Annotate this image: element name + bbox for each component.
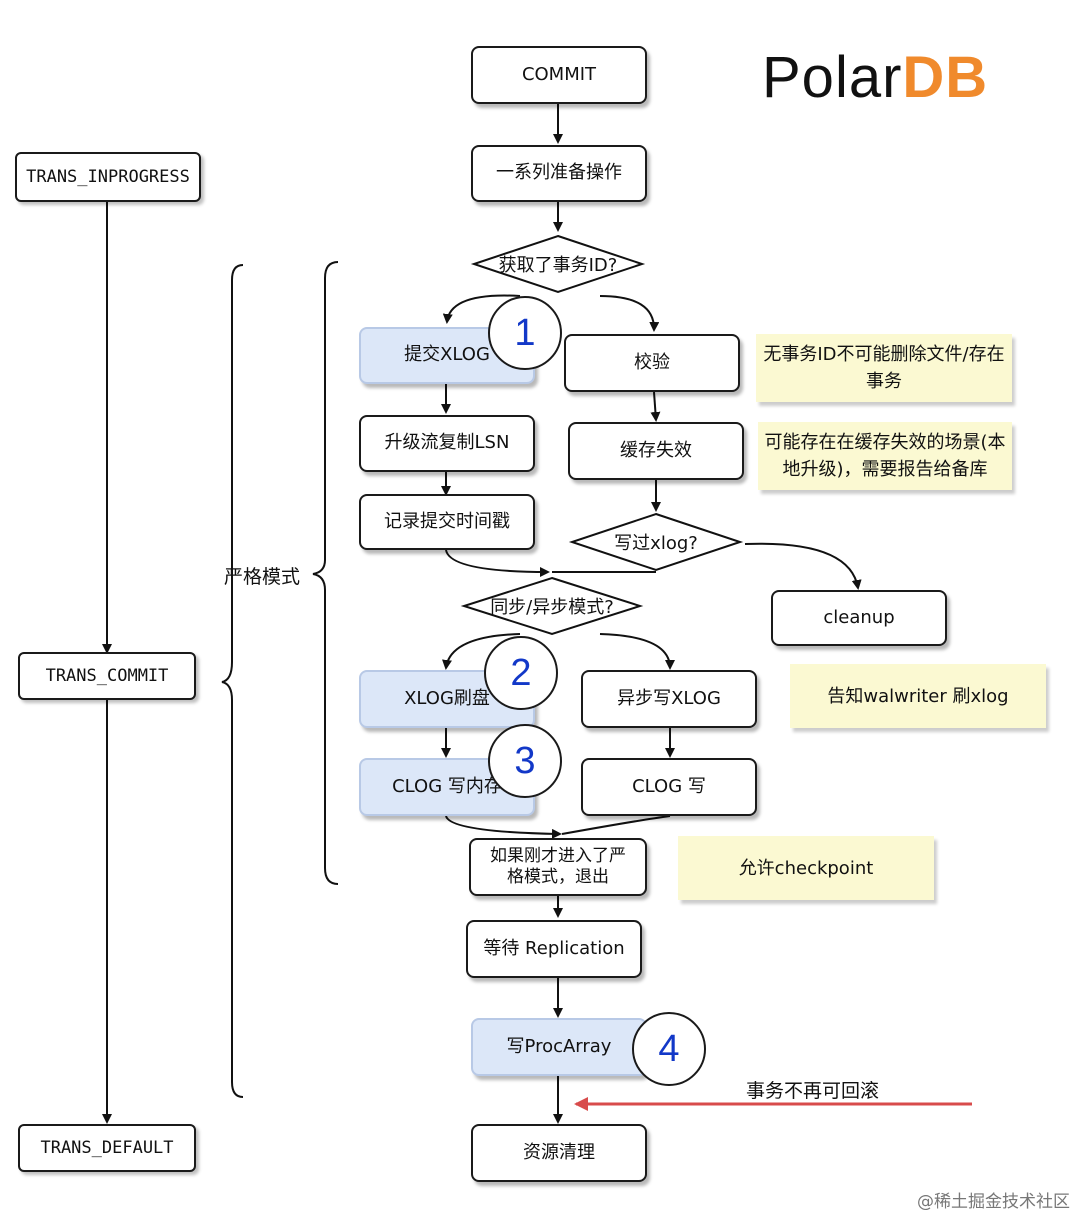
logo-mark: DB (902, 45, 989, 110)
step-number-2: 2 (484, 636, 558, 710)
decision-got-xid: 获取了事务ID? (498, 255, 618, 276)
note-walwriter: 告知walwriter 刷xlog (790, 664, 1046, 728)
wait-replication-box: 等待 Replication (466, 920, 642, 978)
prep-box: 一系列准备操作 (471, 145, 647, 202)
state-commit: TRANS_COMMIT (18, 652, 196, 700)
upgrade-lsn-box: 升级流复制LSN (359, 415, 535, 472)
note-checkpoint: 允许checkpoint (678, 836, 934, 900)
strict-mode-label: 严格模式 (224, 566, 301, 588)
logo-text: Polar (762, 45, 903, 110)
outer-brace (221, 264, 244, 1098)
decision-shape-wrote-xlog (568, 512, 744, 572)
record-ts-box: 记录提交时间戳 (359, 494, 535, 550)
step-number-4: 4 (632, 1012, 706, 1086)
clog-write-box: CLOG 写 (581, 758, 757, 816)
cleanup-resources-box: 资源清理 (471, 1124, 647, 1182)
decision-wrote-xlog: 写过xlog? (614, 533, 698, 554)
watermark: @稀土掘金技术社区 (917, 1192, 1070, 1212)
decision-shape-got-xid (470, 234, 646, 294)
cache-invalid-box: 缓存失效 (568, 422, 744, 480)
async-xlog-box: 异步写XLOG (581, 670, 757, 728)
decision-sync-async: 同步/异步模式? (490, 597, 614, 618)
commit-box: COMMIT (471, 46, 647, 104)
inner-brace (312, 261, 339, 885)
note-cache-scene: 可能存在在缓存失效的场景(本地升级)，需要报告给备库 (758, 422, 1012, 490)
step-number-1: 1 (488, 296, 562, 370)
state-inprogress: TRANS_INPROGRESS (15, 152, 201, 202)
exit-strict-box: 如果刚才进入了严格模式，退出 (469, 838, 647, 896)
no-rollback-label: 事务不再可回滚 (746, 1080, 880, 1102)
step-number-3: 3 (488, 724, 562, 798)
state-default: TRANS_DEFAULT (18, 1124, 196, 1172)
cleanup-box: cleanup (771, 590, 947, 646)
decision-shape-sync-async (460, 576, 644, 636)
write-procarray-box: 写ProcArray (471, 1018, 647, 1076)
check-box: 校验 (564, 334, 740, 392)
note-no-xid: 无事务ID不可能删除文件/存在事务 (756, 334, 1012, 402)
